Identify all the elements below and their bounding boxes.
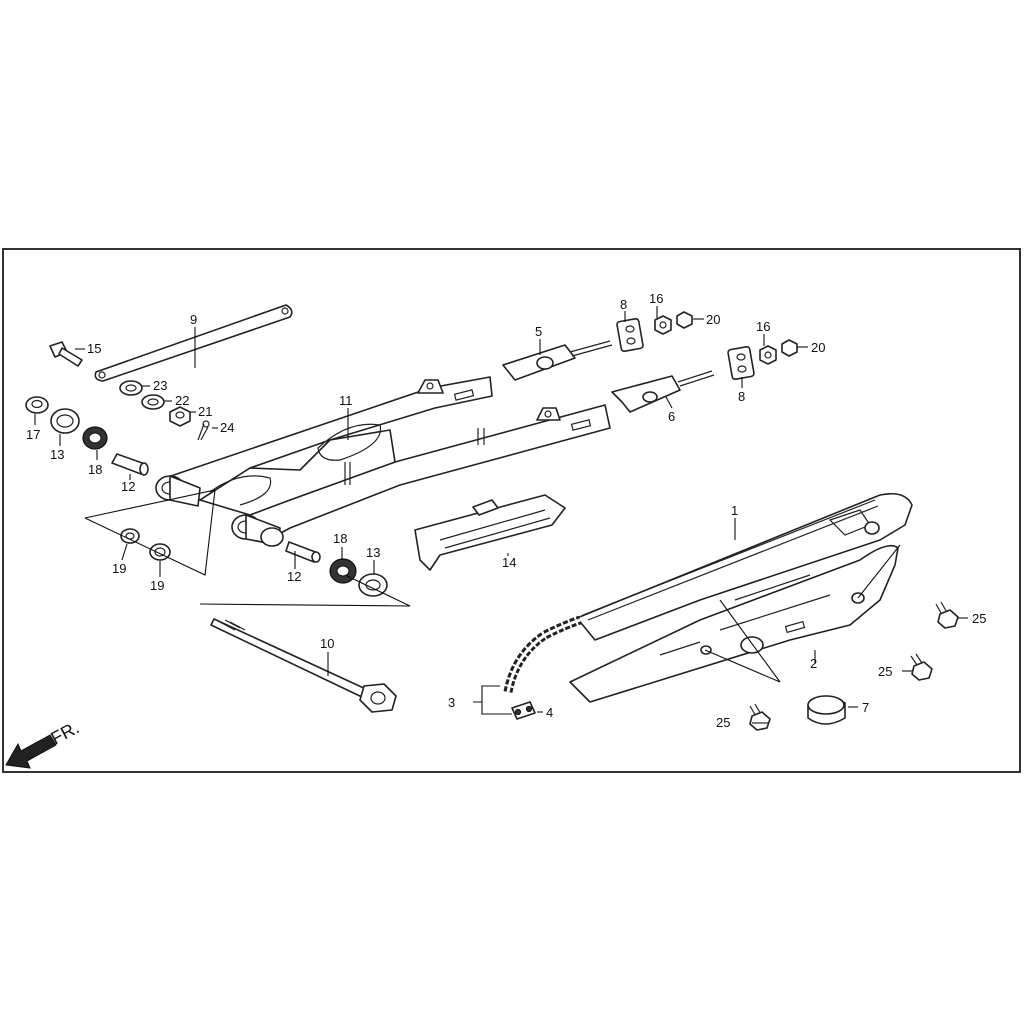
callout-23: 23: [153, 378, 167, 393]
callout-13-left: 13: [50, 447, 64, 462]
part-bearing-18-left: [82, 426, 108, 450]
callout-20-lower: 20: [811, 340, 825, 355]
part-bolt-15: [49, 341, 83, 367]
callout-25-c: 25: [716, 715, 730, 730]
part-collar-12-right: [285, 541, 321, 563]
part-collar-19-b: [149, 543, 171, 561]
part-chain-adjuster-6: [611, 370, 715, 413]
callout-16-upper: 16: [649, 291, 663, 306]
callout-7: 7: [862, 700, 869, 715]
callout-16-lower: 16: [756, 319, 770, 334]
callout-8-upper: 8: [620, 297, 627, 312]
callout-17: 17: [26, 427, 40, 442]
part-cap-20-lower: [781, 339, 798, 357]
part-cap-20-upper: [676, 311, 693, 329]
part-torque-rod: [94, 304, 293, 382]
part-drive-chain: [503, 615, 582, 693]
callout-20-upper: 20: [706, 312, 720, 327]
part-washer-23: [119, 380, 143, 396]
part-pin-24: [197, 420, 210, 441]
front-direction-arrow-icon: [5, 734, 57, 769]
callout-18-left: 18: [88, 462, 102, 477]
callout-6: 6: [668, 409, 675, 424]
callout-1: 1: [731, 503, 738, 518]
part-bolt-25-c: [749, 703, 771, 731]
callout-3: 3: [448, 695, 455, 710]
callout-2: 2: [810, 656, 817, 671]
part-plate-8-lower: [727, 345, 755, 381]
part-plate-8-upper: [616, 317, 644, 353]
part-nut-21: [169, 406, 191, 427]
callout-18-right: 18: [333, 531, 347, 546]
part-chain-case-upper: [576, 492, 913, 641]
part-nut-16-upper: [654, 315, 672, 335]
part-pivot-bolt: [210, 618, 397, 713]
callout-22: 22: [175, 393, 189, 408]
part-bolt-25-a: [935, 601, 959, 629]
callout-19-a: 19: [112, 561, 126, 576]
callout-4: 4: [546, 705, 553, 720]
front-direction-indicator: FR.: [5, 717, 82, 769]
part-seal-13-right: [358, 573, 388, 597]
callout-13-right: 13: [366, 545, 380, 560]
callout-24: 24: [220, 420, 234, 435]
callout-19-b: 19: [150, 578, 164, 593]
callout-12-right: 12: [287, 569, 301, 584]
callout-14: 14: [502, 555, 516, 570]
part-swingarm: [155, 376, 611, 547]
part-collar-12-left: [111, 453, 149, 476]
part-chain-case-lower: [569, 544, 899, 703]
part-chain-adjuster-5: [502, 340, 613, 381]
part-cap-17: [25, 396, 49, 414]
callout-25-b: 25: [878, 664, 892, 679]
callout-8-lower: 8: [738, 389, 745, 404]
part-seal-13-left: [50, 408, 80, 434]
callout-25-a: 25: [972, 611, 986, 626]
leader-lines: [34, 306, 968, 724]
callout-11: 11: [339, 393, 353, 408]
part-bolt-25-b: [910, 653, 933, 681]
part-bearing-18-right: [329, 558, 357, 584]
diagram-frame: [2, 248, 1021, 773]
part-cap-7: [807, 695, 846, 725]
part-washer-22: [141, 394, 165, 410]
callout-12-left: 12: [121, 479, 135, 494]
part-nut-16-lower: [759, 345, 777, 365]
callout-10: 10: [320, 636, 334, 651]
callout-labels: 1 2 3 4 5 6 7 8 8 9 10 11 12 12 13 13 14…: [26, 291, 986, 730]
callout-21: 21: [198, 404, 212, 419]
part-master-link: [511, 701, 536, 720]
callout-15: 15: [87, 341, 101, 356]
callout-9: 9: [190, 312, 197, 327]
part-chain-slider: [414, 494, 566, 571]
callout-5: 5: [535, 324, 542, 339]
